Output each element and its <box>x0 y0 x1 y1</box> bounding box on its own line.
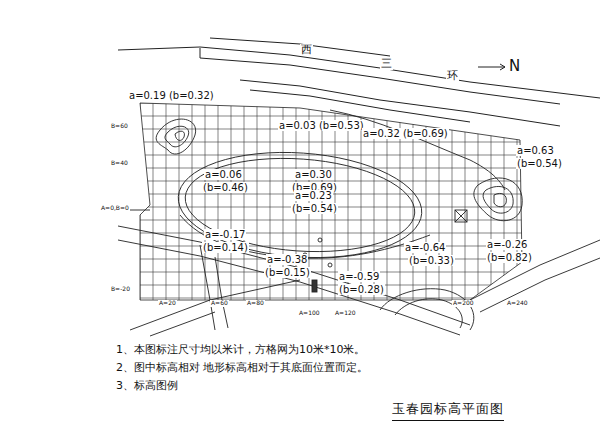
grid-coordinate: A=60 <box>210 300 229 307</box>
grid-line <box>135 259 525 260</box>
grid-line <box>491 95 492 305</box>
grid-line <box>135 285 525 286</box>
elevation-label: (b=0.15) <box>264 267 311 278</box>
grid-coordinate: A=100 <box>298 310 321 317</box>
elevation-label: (b=0.14) <box>202 242 249 253</box>
grid-line <box>231 95 232 305</box>
grid-line <box>135 220 525 221</box>
grid-line <box>135 298 525 299</box>
elevation-label: (b=0.33) <box>408 255 455 266</box>
north-arrow: N <box>508 58 521 75</box>
elevation-label: a=0.32 (b=0.69) <box>362 128 449 139</box>
elevation-label: a=0.03 (b=0.53) <box>278 120 365 131</box>
grid-line <box>135 272 525 273</box>
grid-coordinate: A=240 <box>506 300 529 307</box>
grid-coordinate: A=120 <box>334 310 357 317</box>
grid-coordinate: A=200 <box>452 300 475 307</box>
grid-line <box>135 116 525 117</box>
grid-line <box>400 95 401 305</box>
road-name: 三 <box>380 58 393 70</box>
grid-line <box>517 95 518 305</box>
grid-line <box>465 95 466 305</box>
drawing-title: 玉春园标高平面图 <box>392 400 504 421</box>
note-text: 1、本图标注尺寸均以米计，方格网为10米*10米。 <box>115 344 367 356</box>
grid-coordinate: A=0,B=0 <box>100 205 130 212</box>
grid-line <box>257 95 258 305</box>
elevation-label: a=-0.17 <box>204 229 246 240</box>
grid-line <box>153 95 154 305</box>
elevation-label: a=-0.64 <box>404 242 446 253</box>
elevation-label: a=0.30 <box>294 169 333 180</box>
grid-coordinate: B=40 <box>110 160 129 167</box>
grid-coordinate: A=20 <box>158 300 177 307</box>
grid-line <box>166 95 167 305</box>
road-name: 环 <box>446 70 459 82</box>
grid-line <box>413 95 414 305</box>
elevation-label: a=-0.38 <box>266 254 308 265</box>
grid-line <box>504 95 505 305</box>
grid-line <box>478 95 479 305</box>
elevation-label: a=0.19 (b=0.32) <box>128 90 215 101</box>
elevation-label: (b=0.46) <box>202 182 249 193</box>
note-text: 2、图中标高相对 地形标高相对于其底面位置而定。 <box>115 362 370 374</box>
elevation-label: (b=0.82) <box>486 252 533 263</box>
elevation-label: a=0.06 <box>204 169 243 180</box>
grid-line <box>439 95 440 305</box>
grid-line <box>452 95 453 305</box>
grid-coordinate: A=80 <box>246 300 265 307</box>
elevation-label: (b=0.54) <box>516 158 563 169</box>
grid-line <box>135 233 525 234</box>
elevation-label: (b=0.28) <box>338 284 385 295</box>
grid-coordinate: B=-20 <box>110 286 131 293</box>
grid-line <box>135 246 525 247</box>
grid-line <box>244 95 245 305</box>
elevation-label: (b=0.54) <box>291 203 338 214</box>
grid-line <box>135 103 525 104</box>
elevation-label: a=0.63 <box>516 145 555 156</box>
grid-line <box>135 155 525 156</box>
elevation-label: a=-0.59 <box>338 271 380 282</box>
elevation-label: a=0.23 <box>294 190 333 201</box>
note-text: 3、标高图例 <box>115 380 179 392</box>
grid-coordinate: B=60 <box>110 123 129 130</box>
elevation-label: a=-0.26 <box>486 239 528 250</box>
grid-line <box>135 142 525 143</box>
road-name: 西 <box>300 44 313 56</box>
grid-line <box>192 95 193 305</box>
